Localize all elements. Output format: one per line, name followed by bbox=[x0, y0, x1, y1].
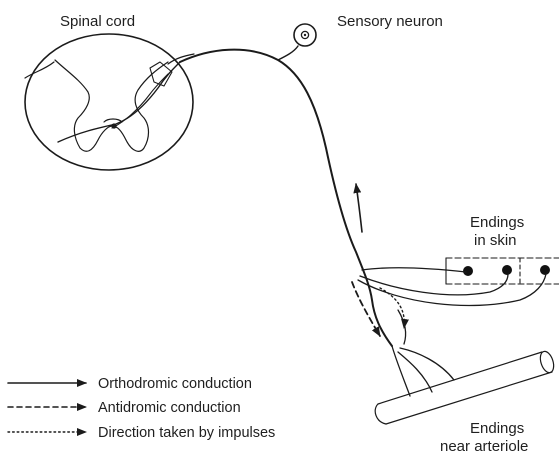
arteriole-end-right bbox=[538, 350, 556, 375]
arteriole-branch-4 bbox=[398, 310, 406, 344]
legend: Orthodromic conduction Antidromic conduc… bbox=[8, 376, 275, 441]
spinal-cord-outline bbox=[25, 34, 193, 170]
legend-antidromic-label: Antidromic conduction bbox=[98, 400, 241, 416]
skin-endings-label-line1: Endings bbox=[470, 214, 524, 231]
cell-nucleolus bbox=[304, 34, 306, 36]
grey-matter bbox=[55, 60, 168, 151]
legend-impulse-label: Direction taken by impulses bbox=[98, 425, 275, 441]
arteriole-endings-label-line2: near arteriole bbox=[440, 438, 528, 455]
sensory-fiber-branch bbox=[112, 74, 168, 128]
spinal-cord bbox=[25, 34, 194, 170]
synapse-dot bbox=[111, 123, 116, 128]
spinal-cord-label: Spinal cord bbox=[60, 13, 135, 30]
skin-branch-3 bbox=[358, 274, 546, 306]
skin-endings bbox=[358, 258, 559, 306]
skin-branch-1 bbox=[362, 268, 466, 272]
arteriole-branch-1 bbox=[392, 346, 410, 396]
arteriole bbox=[375, 310, 556, 424]
skin-ending-dot-2 bbox=[502, 265, 512, 275]
skin-ending-dot-3 bbox=[540, 265, 550, 275]
legend-orthodromic-label: Orthodromic conduction bbox=[98, 376, 252, 392]
arteriole-tube bbox=[378, 352, 552, 424]
central-canal bbox=[104, 119, 122, 122]
sensory-neuron bbox=[180, 24, 392, 346]
arteriole-endings-label-line1: Endings bbox=[470, 420, 524, 437]
arteriole-end-left bbox=[375, 404, 386, 424]
skin-ending-dot-1 bbox=[463, 266, 473, 276]
skin-endings-label-line2: in skin bbox=[474, 232, 517, 249]
sensory-neuron-stalk bbox=[278, 46, 298, 60]
antidromic-arrow bbox=[352, 282, 380, 336]
arteriole-branch-3 bbox=[400, 348, 454, 380]
orthodromic-arrow bbox=[356, 184, 362, 232]
sensory-neuron-label: Sensory neuron bbox=[337, 13, 443, 30]
